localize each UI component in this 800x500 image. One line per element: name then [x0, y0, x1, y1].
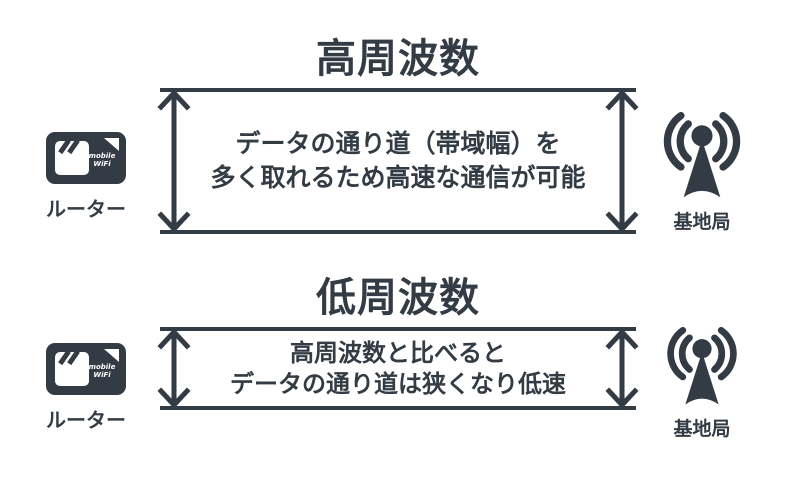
bandwidth-arrow-icon: [605, 90, 639, 232]
high-frequency-description: データの通り道（帯域幅）を 多く取れるため高速な通信が可能: [210, 127, 585, 195]
brand-line: mobile: [88, 363, 116, 371]
low-frequency-title: 低周波数: [316, 275, 480, 321]
low-frequency-band: 高周波数と比べると データの通り道は狭くなり低速: [160, 327, 636, 410]
router-figure: mobile WiFi ルーター: [46, 132, 126, 222]
brand-line: WiFi: [93, 371, 111, 379]
router-label: ルーター: [46, 197, 126, 221]
description-line: データの通り道は狭くなり低速: [230, 369, 566, 398]
station-label: 基地局: [673, 211, 731, 233]
brand-line: WiFi: [93, 160, 111, 168]
low-frequency-description: 高周波数と比べると データの通り道は狭くなり低速: [230, 338, 566, 400]
base-station-figure: 基地局: [650, 112, 754, 234]
router-figure: mobile WiFi ルーター: [46, 343, 126, 433]
station-label: 基地局: [673, 418, 731, 440]
mobile-wifi-router-icon: mobile WiFi: [46, 343, 126, 395]
router-label: ルーター: [46, 408, 126, 432]
brand-line: mobile: [88, 152, 116, 160]
router-screen: [55, 141, 89, 175]
description-line: データの通り道（帯域幅）を: [235, 129, 561, 158]
high-frequency-title: 高周波数: [316, 36, 480, 82]
base-station-antenna-icon: [667, 327, 737, 405]
router-brand-text: mobile WiFi: [82, 152, 122, 168]
router-brand-text: mobile WiFi: [82, 363, 122, 379]
router-screen: [55, 352, 89, 386]
high-frequency-band: データの通り道（帯域幅）を 多く取れるため高速な通信が可能: [160, 88, 636, 234]
bandwidth-arrow-icon: [157, 90, 191, 232]
base-station-antenna-icon: [663, 112, 741, 198]
bandwidth-arrow-icon: [157, 329, 191, 408]
base-station-figure: 基地局: [650, 327, 754, 441]
router-corner-mark: [104, 349, 119, 362]
mobile-wifi-router-icon: mobile WiFi: [46, 132, 126, 184]
bandwidth-arrow-icon: [605, 329, 639, 408]
description-line: 高周波数と比べると: [290, 338, 506, 367]
router-corner-mark: [104, 138, 119, 151]
description-line: 多く取れるため高速な通信が可能: [210, 163, 586, 192]
